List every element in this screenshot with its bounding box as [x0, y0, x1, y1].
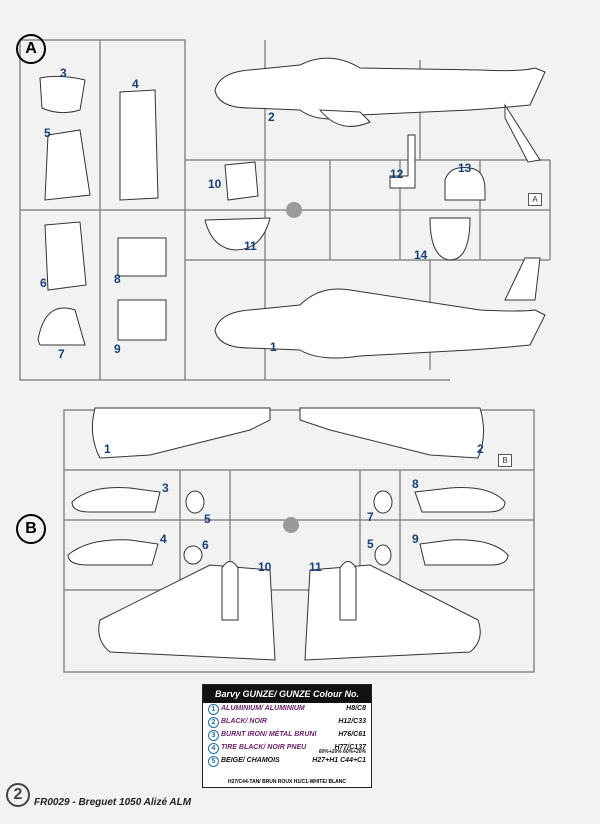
part-a-2: 2 — [268, 110, 275, 124]
legend-row-code: H8/C8 — [346, 705, 366, 712]
sprue-b-flag: B — [498, 454, 512, 467]
legend-row-code: H76/C61 — [338, 731, 366, 738]
part-b-8: 8 — [412, 477, 419, 491]
legend-row-index: 5 — [208, 756, 219, 767]
sprue-b-label: B — [16, 514, 46, 544]
part-a-9: 9 — [114, 342, 121, 356]
part-a-8: 8 — [114, 272, 121, 286]
part-b-6: 6 — [202, 538, 209, 552]
footer-title: FR0029 - Breguet 1050 Alizé ALM — [34, 797, 192, 808]
part-a-7: 7 — [58, 347, 65, 361]
part-a-3: 3 — [60, 66, 67, 80]
legend-row-name: BURNT IRON/ MÉTAL BRUNI — [221, 731, 317, 738]
legend-title: Barvy GUNZE/ GUNZE Colour No. — [203, 685, 371, 703]
legend-row-index: 3 — [208, 730, 219, 741]
part-b-1: 1 — [104, 442, 111, 456]
part-a-4: 4 — [132, 77, 139, 91]
part-a-10: 10 — [208, 177, 222, 191]
legend-row-index: 4 — [208, 743, 219, 754]
part-b-4: 4 — [160, 532, 167, 546]
legend-row-code: H12/C33 — [338, 718, 366, 725]
sprue-a-drawing — [19, 39, 551, 381]
part-b-7: 7 — [367, 510, 374, 524]
part-a-14: 14 — [414, 248, 428, 262]
part-b-2: 2 — [477, 442, 484, 456]
sprue-a-flag: A — [528, 193, 542, 206]
legend-row-name: BLACK/ NOIR — [221, 718, 267, 725]
part-a-11: 11 — [244, 239, 257, 253]
part-b-5-left: 5 — [204, 512, 211, 526]
page-number: 2 — [6, 783, 30, 807]
part-a-1: 1 — [270, 340, 277, 354]
legend-row-name: ALUMINIUM/ ALUMINIUM — [221, 705, 305, 712]
sprue-a-label: A — [16, 34, 46, 64]
part-a-13: 13 — [458, 161, 472, 175]
legend-row-index: 2 — [208, 717, 219, 728]
part-b-11: 11 — [309, 560, 322, 574]
part-b-5-right: 5 — [367, 537, 374, 551]
legend-row-code: H77/C137 — [334, 744, 366, 751]
part-a-5: 5 — [44, 126, 51, 140]
sprue-b-drawing — [63, 407, 535, 673]
part-b-9: 9 — [412, 532, 419, 546]
legend-footnote: H27/C44-TAN/ BRUN ROUX H1/C1-WHITE/ BLAN… — [228, 779, 346, 785]
part-a-6: 6 — [40, 276, 47, 290]
legend-row-name: BEIGE/ CHAMOIS — [221, 757, 280, 764]
part-a-12: 12 — [390, 167, 404, 181]
legend-row-index: 1 — [208, 704, 219, 715]
part-b-3: 3 — [162, 481, 169, 495]
legend-row-name: TIRE BLACK/ NOIR PNEU — [221, 744, 307, 751]
legend-mix-ratio: 60%+20% 60%+20% — [318, 749, 366, 755]
legend-row-code: H27+H1 C44+C1 — [312, 757, 366, 764]
part-b-10: 10 — [258, 560, 272, 574]
